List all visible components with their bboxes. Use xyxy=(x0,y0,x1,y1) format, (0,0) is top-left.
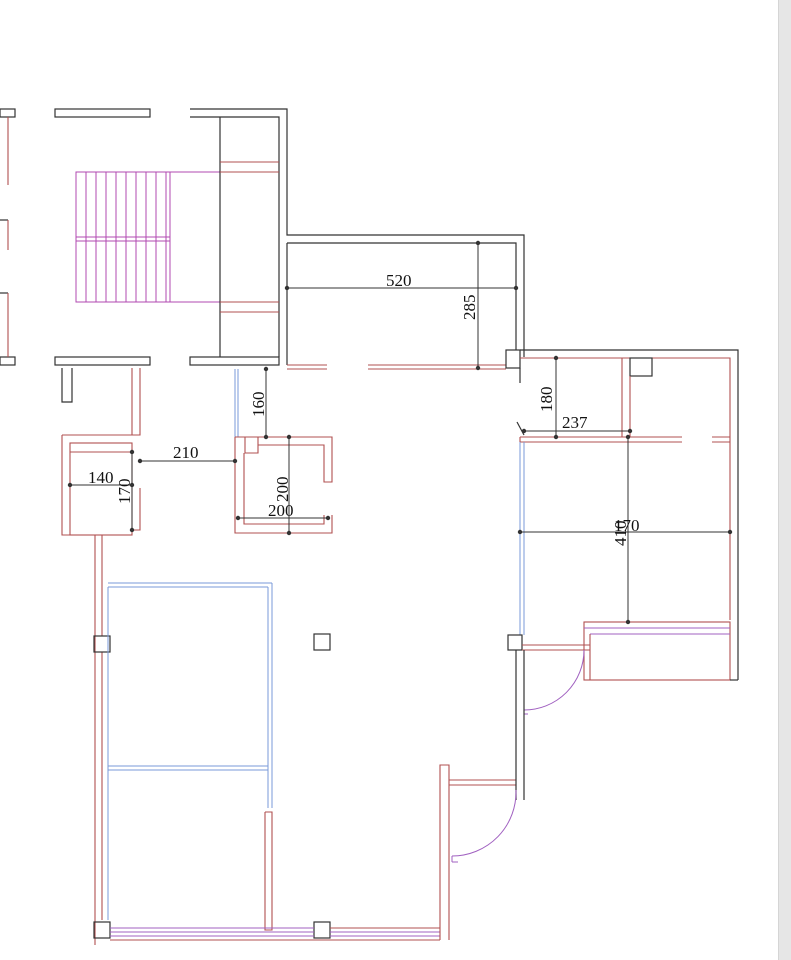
dimension-lines xyxy=(67,240,733,625)
dimension-410: 410 xyxy=(611,521,630,547)
dimension-520: 520 xyxy=(386,271,412,290)
scrollbar-track[interactable] xyxy=(778,0,791,960)
dimension-170-small: 170 xyxy=(115,479,134,505)
stair-core-walls xyxy=(189,108,525,370)
dimension-200-horizontal: 200 xyxy=(268,501,294,520)
dimension-285: 285 xyxy=(460,295,479,321)
dimension-210: 210 xyxy=(173,443,199,462)
dimension-170-right: 170 xyxy=(614,516,640,535)
staircase xyxy=(75,171,221,303)
dimension-180: 180 xyxy=(537,387,556,413)
lower-left-rooms xyxy=(107,582,331,931)
central-small-room xyxy=(234,369,333,534)
bottom-walls xyxy=(93,650,525,941)
left-shaft-walls xyxy=(61,368,141,945)
dimension-160: 160 xyxy=(249,392,268,418)
dimension-140: 140 xyxy=(88,468,114,487)
dimension-200-vertical: 200 xyxy=(273,477,292,503)
top-left-wall-fragments xyxy=(0,108,151,366)
dimension-237: 237 xyxy=(562,413,588,432)
